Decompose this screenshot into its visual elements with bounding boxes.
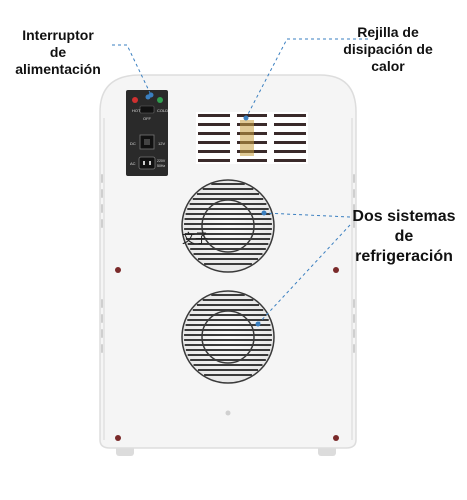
- vent-grille: [196, 112, 308, 164]
- ac-frequency: 50Hz: [157, 164, 165, 168]
- top-fan: [181, 179, 275, 273]
- cooling-systems-callout: Dos sistemas de refrigeración: [346, 207, 462, 267]
- side-vents: [101, 174, 355, 353]
- cooling-systems-callout-text: Dos sistemas de refrigeración: [352, 208, 456, 265]
- ac-socket[interactable]: [138, 156, 156, 170]
- ac-label: AC: [130, 161, 136, 166]
- dc-voltage: 12V: [158, 141, 165, 146]
- dc-label: DC: [130, 141, 136, 146]
- power-switch[interactable]: [139, 105, 155, 114]
- watermark-text: 文子: [182, 232, 208, 247]
- hot-label: HOT: [132, 108, 141, 113]
- vent-grille-callout: Rejilla de disipación de calor: [334, 24, 442, 75]
- off-label: OFF: [143, 116, 152, 121]
- power-switch-callout-text: Interruptor de alimentación: [15, 27, 101, 77]
- screws: [115, 267, 339, 441]
- vent-grille-callout-text: Rejilla de disipación de calor: [343, 24, 433, 74]
- hot-led-icon: [132, 97, 138, 103]
- ac-voltage: 220V: [157, 159, 166, 163]
- leader-lines: [112, 38, 368, 325]
- power-switch-callout: Interruptor de alimentación: [6, 27, 110, 78]
- cold-led-icon: [157, 97, 163, 103]
- control-panel: [126, 90, 168, 176]
- cold-label: COLD: [157, 108, 168, 113]
- bottom-fan: [181, 290, 275, 384]
